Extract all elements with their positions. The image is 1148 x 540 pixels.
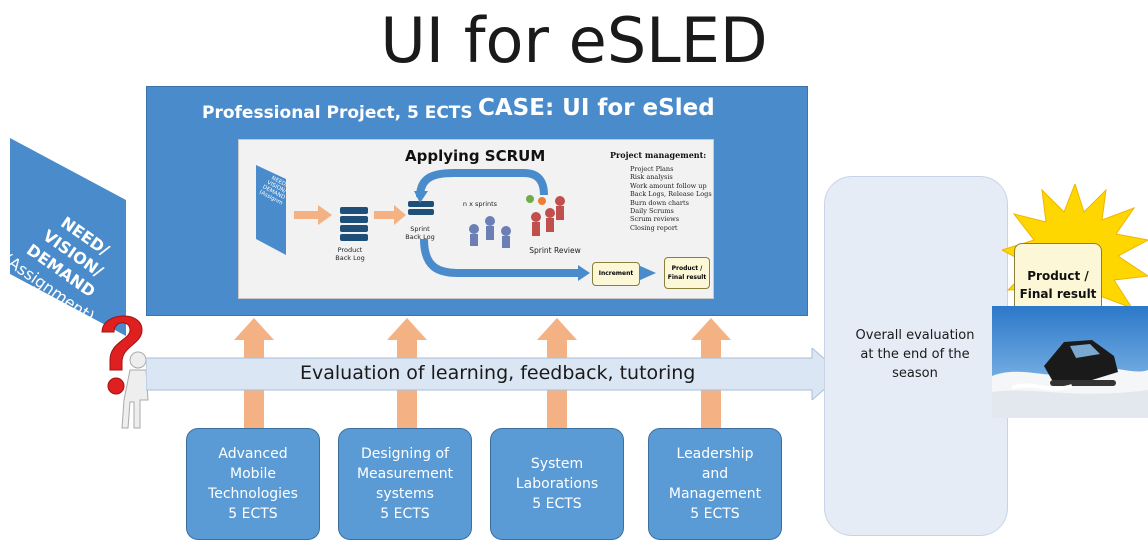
overall-evaluation-box bbox=[824, 176, 1008, 536]
sprints-label: n x sprints bbox=[462, 200, 498, 208]
pm-item: Work amount follow up bbox=[630, 181, 707, 190]
evaluation-label: Evaluation of learning, feedback, tutori… bbox=[300, 362, 696, 384]
mini-product-box: Product /Final result bbox=[664, 257, 710, 289]
project-management-title: Project management: bbox=[610, 150, 707, 160]
pm-item: Back Logs, Release Logs bbox=[630, 190, 712, 199]
pm-item: Daily Scrums bbox=[630, 207, 674, 216]
need-vision-demand-block bbox=[10, 138, 126, 336]
project-case: CASE: UI for eSled bbox=[478, 95, 715, 121]
pm-item: Risk analysis bbox=[630, 173, 673, 182]
project-management-list: Project Plans Risk analysis Work amount … bbox=[630, 165, 712, 232]
pm-item: Closing report bbox=[630, 223, 678, 232]
pm-item: Scrum reviews bbox=[630, 215, 680, 224]
pm-item: Burn down charts bbox=[630, 198, 689, 207]
question-person-icon bbox=[101, 315, 149, 429]
scrum-flow-graphic bbox=[256, 165, 656, 281]
scrum-title: Applying SCRUM bbox=[405, 147, 546, 165]
increment-box: Increment bbox=[592, 262, 640, 286]
project-title: Professional Project, 5 ECTS bbox=[202, 103, 473, 123]
snowmobile-photo bbox=[992, 306, 1148, 418]
pm-item: Project Plans bbox=[630, 165, 674, 173]
page-title: UI for eSLED bbox=[380, 4, 768, 77]
sprint-review-label: Sprint Review bbox=[529, 246, 581, 255]
